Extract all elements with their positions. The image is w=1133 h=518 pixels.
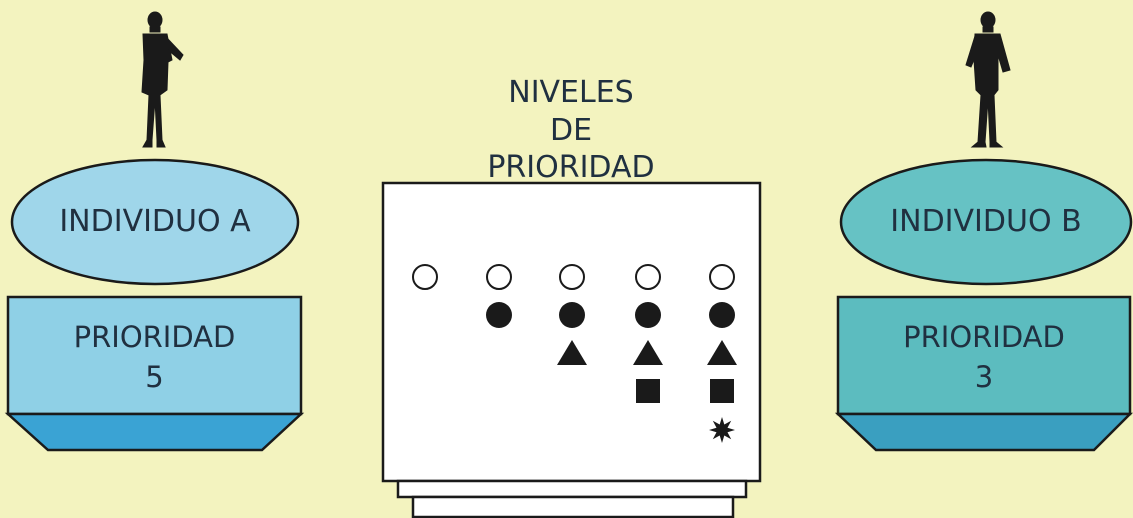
levels-title-line-2: DE xyxy=(549,113,593,148)
levels-panel xyxy=(381,181,762,483)
square-icon xyxy=(636,379,660,403)
triangle-icon xyxy=(557,340,587,365)
filled-circle-icon xyxy=(635,302,661,328)
square-icon xyxy=(710,379,734,403)
individual-a-ellipse xyxy=(10,158,300,286)
filled-circle-icon xyxy=(559,302,585,328)
individual-b-ellipse xyxy=(839,158,1133,286)
levels-panel-base-2 xyxy=(411,495,735,518)
filled-circle-icon xyxy=(709,302,735,328)
priority-b-value: 3 xyxy=(974,360,994,394)
person-a-icon xyxy=(141,11,184,148)
open-circle-icon xyxy=(486,264,512,290)
individual-a-name: INDIVIDUO A xyxy=(59,204,251,239)
priority-a-value: 5 xyxy=(145,360,164,394)
priority-a-tray xyxy=(4,412,305,452)
open-circle-icon xyxy=(709,264,735,290)
levels-title-line-1: NIVELES xyxy=(508,75,634,110)
triangle-icon xyxy=(633,340,663,365)
star-icon xyxy=(709,417,735,443)
open-circle-icon xyxy=(412,264,438,290)
levels-title-line-3: PRIORIDAD xyxy=(487,150,655,185)
individual-b-name: INDIVIDUO B xyxy=(890,204,1082,239)
levels-panel-base-1 xyxy=(396,479,748,499)
priority-a-label: PRIORIDAD xyxy=(73,320,236,354)
person-b-icon xyxy=(965,11,1011,148)
priority-b-box xyxy=(836,295,1132,416)
level-symbols xyxy=(412,264,737,443)
open-circle-icon xyxy=(635,264,661,290)
priority-b-tray xyxy=(834,412,1133,452)
open-circle-icon xyxy=(559,264,585,290)
triangle-icon xyxy=(707,340,737,365)
priority-a-box xyxy=(6,295,303,416)
filled-circle-icon xyxy=(486,302,512,328)
priority-b-label: PRIORIDAD xyxy=(903,320,1065,354)
